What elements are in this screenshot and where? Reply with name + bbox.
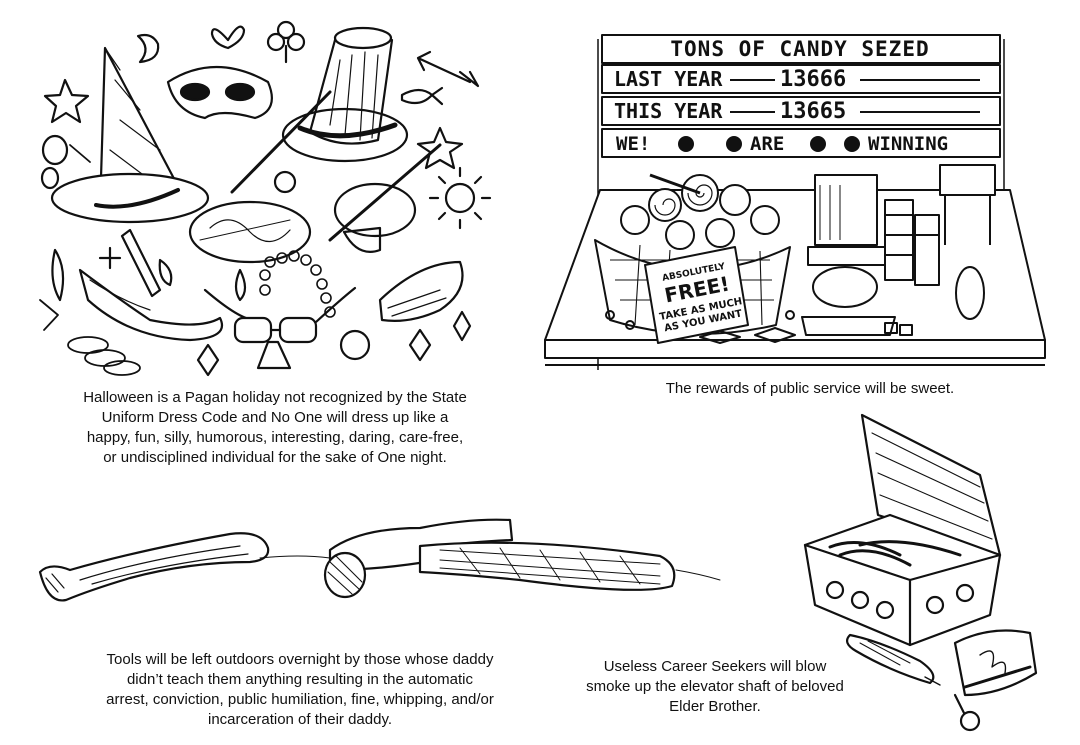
bead-icon [273, 170, 297, 194]
smoke-caption: Useless Career Seekers will blow smoke u… [560, 657, 870, 717]
novelty-glasses-icon [203, 286, 357, 370]
halloween-caption: Halloween is a Pagan holiday not recogni… [35, 388, 515, 468]
magic-wand-icon [328, 126, 464, 242]
cup-stack-icon [884, 199, 940, 286]
club-icon [266, 20, 306, 64]
skull-icon-3 [810, 136, 826, 152]
masquerade-mask-icon [166, 66, 273, 120]
arrow-icon [416, 50, 480, 88]
caption-line: Elder Brother. [669, 698, 761, 715]
sign-last-year-value: 13666 [780, 67, 846, 92]
diamond-icon-3 [452, 310, 472, 342]
sign-this-year-label: THIS YEAR [614, 99, 723, 123]
pendant-icon [339, 329, 371, 361]
cigar-illustration [803, 413, 1038, 732]
jar-icon [955, 266, 985, 320]
sign-slogan-we: WE! [616, 133, 650, 155]
coffee-maker-icon [801, 174, 896, 336]
sign-last-year-label: LAST YEAR [614, 67, 723, 91]
candy-display-illustration: TONS OF CANDY SEZED LAST YEAR 13666 THIS… [544, 34, 1046, 370]
halloween-panel: Halloween is a Pagan holiday not recogni… [0, 0, 520, 470]
horn-icon [120, 228, 162, 298]
skull-icon-2 [726, 136, 742, 152]
smoke-panel: Useless Career Seekers will blow smoke u… [560, 405, 1075, 740]
candy-icon [400, 86, 444, 106]
cross-icon [98, 246, 122, 270]
witch-hat-icon [50, 46, 210, 224]
free-tag-icon [644, 246, 749, 344]
chair-icon [939, 164, 996, 245]
candy-panel: TONS OF CANDY SEZED LAST YEAR 13666 THIS… [540, 25, 1060, 405]
caption-line: Uniform Dress Code and No One will dress… [101, 409, 449, 426]
sign-headline: TONS OF CANDY SEZED [670, 37, 929, 61]
lighter-icon [953, 629, 1038, 697]
sign-slogan-winning: WINNING [868, 133, 948, 155]
tools-illustration [38, 518, 721, 602]
ring-icon [333, 182, 417, 238]
caption-line: Tools will be left outdoors overnight by… [106, 651, 494, 668]
net-icon [342, 226, 382, 253]
shoe-icon [378, 260, 464, 322]
moon-icon [136, 33, 160, 64]
cane-icon [230, 90, 332, 194]
caption-line: incarceration of their daddy. [208, 711, 392, 728]
slipper-icon [78, 268, 223, 342]
coins-icon [67, 336, 141, 376]
cigar-box-icon [803, 413, 1002, 647]
caption-line: arrest, conviction, public humiliation, … [106, 691, 494, 708]
skull-icon [678, 136, 694, 152]
caption-line: Useless Career Seekers will blow [603, 658, 827, 675]
key-icon [953, 693, 981, 732]
sun-icon [428, 166, 492, 230]
heart-icon [210, 25, 246, 50]
tools-panel: Tools will be left outdoors overnight by… [0, 500, 740, 740]
top-hat-icon [281, 26, 409, 163]
tools-caption: Tools will be left outdoors overnight by… [60, 650, 540, 730]
cigar-icon [846, 633, 941, 686]
caption-line: Halloween is a Pagan holiday not recogni… [83, 389, 467, 406]
crowbar-icon [38, 532, 331, 602]
halloween-illustration [39, 20, 492, 377]
hammer-icon [323, 518, 721, 599]
caption-line: didn’t teach them anything resulting in … [126, 671, 474, 688]
skull-icon-4 [844, 136, 860, 152]
bead-necklace-icon [259, 250, 336, 318]
caption-line: The rewards of public service will be sw… [665, 380, 955, 397]
diamond-icon-2 [408, 328, 432, 362]
star-icon [43, 78, 90, 124]
caption-line: or undisciplined individual for the sake… [103, 449, 447, 466]
wrapped-candy-icon [699, 330, 741, 344]
feather-icon [51, 248, 65, 302]
sign-slogan-are: ARE [750, 133, 784, 155]
caption-line: smoke up the elevator shaft of beloved [586, 678, 844, 695]
sign-this-year-value: 13665 [780, 99, 846, 124]
candy-caption: The rewards of public service will be sw… [600, 379, 1020, 399]
caption-line: happy, fun, silly, humorous, interesting… [86, 429, 464, 446]
diamond-icon [196, 343, 220, 377]
